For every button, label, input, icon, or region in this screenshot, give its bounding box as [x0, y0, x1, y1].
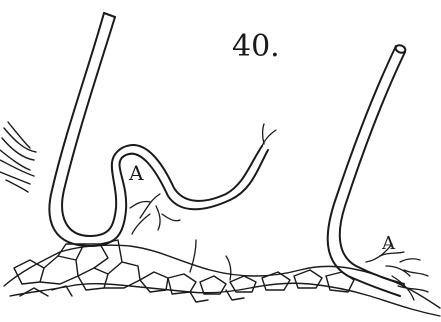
label-a-left: A [128, 161, 144, 185]
fan-fragment [0, 122, 36, 192]
substrate [4, 240, 440, 316]
label-a-right: A [381, 233, 396, 254]
figure-number: 40. [232, 29, 280, 64]
right-tube [328, 44, 407, 296]
